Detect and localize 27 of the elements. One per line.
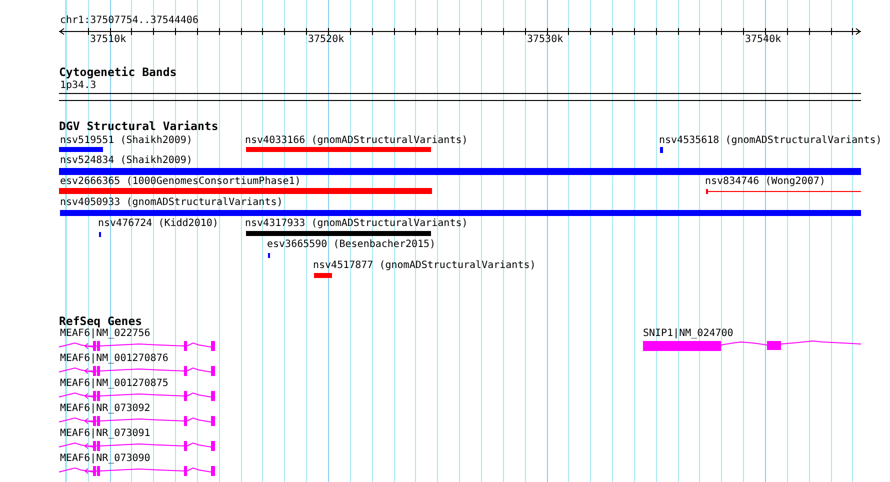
gene-label: MEAF6|NM_022756	[60, 328, 150, 340]
variant-label: nsv4050933 (gnomADStructuralVariants)	[60, 197, 283, 209]
variant-label: nsv519551 (Shaikh2009)	[60, 135, 192, 147]
variant-label: nsv4317933 (gnomADStructuralVariants)	[245, 218, 468, 230]
gene-label: MEAF6|NR_073091	[60, 428, 150, 440]
variant-label: nsv524834 (Shaikh2009)	[60, 155, 192, 167]
variant-label: nsv476724 (Kidd2010)	[98, 218, 218, 230]
tick-label: 37510k	[90, 34, 126, 46]
variant-label: esv3665590 (Besenbacher2015)	[267, 239, 436, 251]
tick-label: 37540k	[745, 34, 782, 46]
tick-label: 37520k	[308, 34, 344, 46]
coordinate-label: chr1:37507754..37544406	[60, 15, 198, 27]
variant-label: nsv4033166 (gnomADStructuralVariants)	[245, 135, 468, 147]
gene-label: MEAF6|NM_001270875	[60, 378, 168, 390]
gene-label: SNIP1|NM_024700	[643, 328, 734, 340]
variant-label: nsv4517877 (gnomADStructuralVariants)	[313, 260, 536, 272]
variant-label: nsv834746 (Wong2007)	[705, 176, 826, 188]
track-title: Cytogenetic Bands	[59, 66, 177, 79]
tick-label: 37530k	[527, 34, 564, 46]
band-label: 1p34.3	[60, 80, 96, 92]
gene-label: MEAF6|NM_001270876	[60, 353, 168, 365]
variant-label: nsv4535618 (gnomADStructuralVariants)	[659, 135, 882, 147]
track-title: DGV Structural Variants	[59, 120, 218, 133]
variant-label: esv2666365 (1000GenomesConsortiumPhase1)	[60, 176, 301, 188]
track-title: RefSeq Genes	[59, 315, 142, 328]
gene-label: MEAF6|NR_073090	[60, 453, 150, 465]
gene-label: MEAF6|NR_073092	[60, 403, 150, 415]
